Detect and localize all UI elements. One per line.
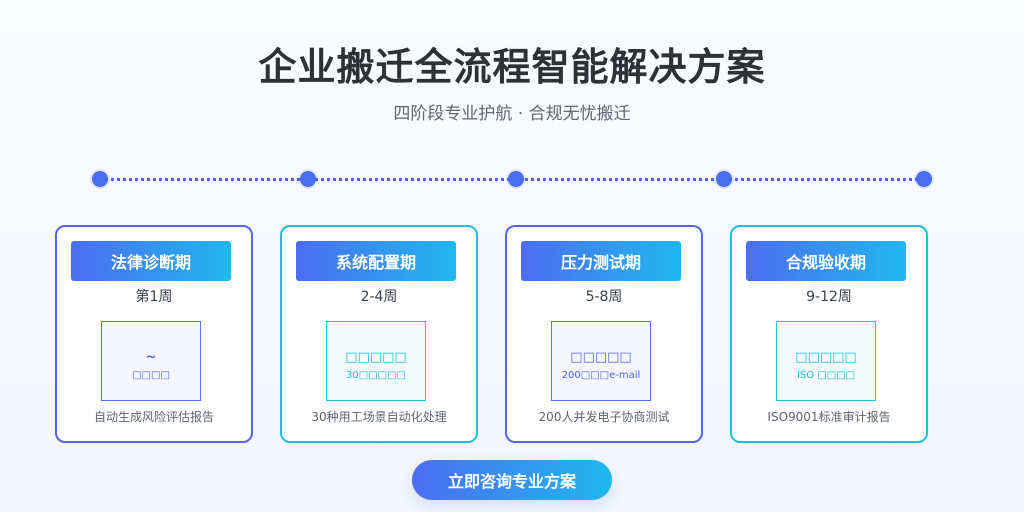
timeline-dot-5 (916, 171, 932, 187)
phase-detail-box-4: □□□□□ ISO □□□□ (776, 321, 876, 401)
timeline-dot-4 (716, 171, 732, 187)
timeline (92, 171, 932, 189)
phase-detail-main-2: □□□□□ (345, 350, 407, 365)
phase-detail-main-1: ~ (145, 350, 157, 365)
phase-card-1: 法律诊断期 第1周 ~ □□□□ 自动生成风险评估报告 (55, 225, 253, 443)
phase-detail-box-1: ~ □□□□ (101, 321, 201, 401)
phase-detail-box-2: □□□□□ 30□□□□□ (326, 321, 426, 401)
phase-detail-sub-4: ISO □□□□ (796, 370, 856, 381)
phase-description-4: ISO9001标准审计报告 (767, 410, 891, 424)
phase-card-2: 系统配置期 2-4周 □□□□□ 30□□□□□ 30种用工场景自动化处理 (280, 225, 478, 443)
page-title: 企业搬迁全流程智能解决方案 (258, 45, 766, 89)
phase-time-1: 第1周 (135, 289, 173, 305)
phase-detail-sub-3: 200□□□e-mail (561, 370, 641, 381)
phase-time-3: 5-8周 (585, 289, 623, 305)
phase-detail-main-3: □□□□□ (570, 350, 632, 365)
phase-description-2: 30种用工场景自动化处理 (311, 410, 447, 424)
phase-description-1: 自动生成风险评估报告 (93, 410, 214, 424)
phase-detail-sub-2: 30□□□□□ (346, 370, 406, 381)
phase-card-4: 合规验收期 9-12周 □□□□□ ISO □□□□ ISO9001标准审计报告 (730, 225, 928, 443)
phase-time-2: 2-4周 (360, 289, 398, 305)
timeline-dot-1 (92, 171, 108, 187)
phase-card-3: 压力测试期 5-8周 □□□□□ 200□□□e-mail 200人并发电子协商… (505, 225, 703, 443)
page-subtitle: 四阶段专业护航 · 合规无忧搬迁 (393, 104, 631, 124)
phase-title-button-2[interactable]: 系统配置期 (296, 241, 456, 281)
phase-detail-box-3: □□□□□ 200□□□e-mail (551, 321, 651, 401)
phase-title-button-3[interactable]: 压力测试期 (521, 241, 681, 281)
phase-title-button-4[interactable]: 合规验收期 (746, 241, 906, 281)
timeline-dot-2 (300, 171, 316, 187)
phase-time-4: 9-12周 (806, 289, 852, 305)
consultation-button[interactable]: 立即咨询专业方案 (412, 460, 612, 500)
phase-title-button-1[interactable]: 法律诊断期 (71, 241, 231, 281)
phase-description-3: 200人并发电子协商测试 (538, 410, 670, 424)
timeline-dot-3 (508, 171, 524, 187)
phase-detail-main-4: □□□□□ (795, 350, 857, 365)
phase-detail-sub-1: □□□□ (132, 370, 170, 381)
